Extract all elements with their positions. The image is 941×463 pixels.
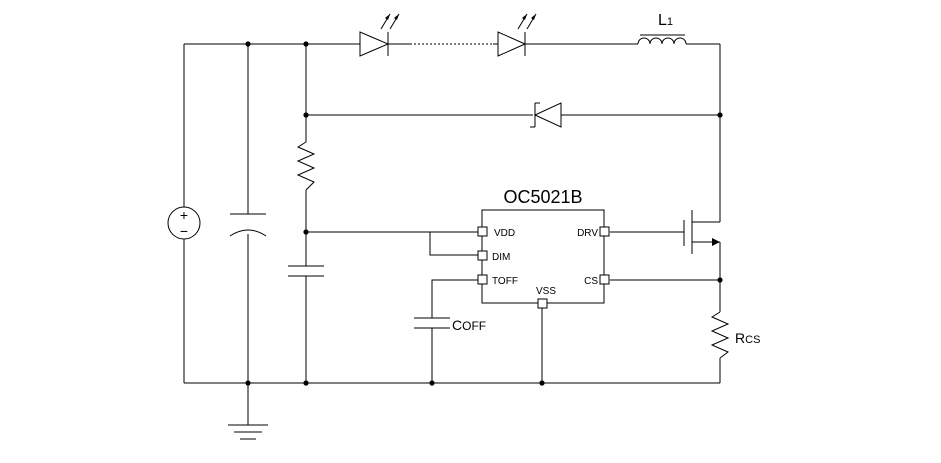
coff-label: COFF <box>452 317 486 333</box>
pin-drv-label: DRV <box>577 228 598 239</box>
pin-vdd <box>477 226 488 237</box>
junction-dot <box>245 380 251 386</box>
ic-oc5021b: OC5021B VDD DIM TOFF VSS DRV CS <box>477 187 610 309</box>
wire-toff <box>431 279 478 318</box>
mosfet-arrow-icon <box>712 238 720 246</box>
zener-diode <box>530 102 562 128</box>
pin-vdd-label: VDD <box>494 228 515 239</box>
junction-dot <box>539 380 545 386</box>
pin-drv <box>599 226 610 237</box>
pin-dim <box>477 250 488 261</box>
led-2 <box>497 13 537 57</box>
pin-toff-label: TOFF <box>492 276 518 287</box>
capacitor-coff: COFF <box>414 317 486 333</box>
junction-dot <box>429 380 435 386</box>
junction-dot <box>717 112 723 118</box>
inductor-l1: L1 <box>637 12 687 45</box>
junction-dot <box>245 41 251 47</box>
led-1 <box>359 13 400 57</box>
pin-dim-label: DIM <box>492 252 510 263</box>
pin-vss-label: VSS <box>536 286 556 297</box>
resistor-rcs: RCS <box>710 311 760 359</box>
junction-dot <box>303 229 309 235</box>
junction-dot <box>303 112 309 118</box>
ic-title: OC5021B <box>503 187 582 207</box>
rcs-label: RCS <box>735 330 760 346</box>
junction-dot <box>717 277 723 283</box>
inductor-label: L1 <box>658 12 673 29</box>
junction-dot <box>303 380 309 386</box>
voltage-source: + − <box>167 206 201 240</box>
pin-toff <box>477 274 488 285</box>
capacitor-vdd <box>288 265 324 277</box>
ground-icon <box>228 424 268 440</box>
pin-cs <box>599 274 610 285</box>
junction-dots <box>245 41 723 386</box>
capacitor-bulk <box>229 213 267 237</box>
resistor-upper <box>296 141 316 191</box>
wire-dim-tie <box>429 232 478 256</box>
junction-dot <box>303 41 309 47</box>
source-minus: − <box>180 223 188 239</box>
source-plus: + <box>180 207 188 223</box>
pin-vss <box>537 298 548 309</box>
pin-cs-label: CS <box>584 276 598 287</box>
wires <box>183 43 721 425</box>
mosfet <box>683 210 720 254</box>
